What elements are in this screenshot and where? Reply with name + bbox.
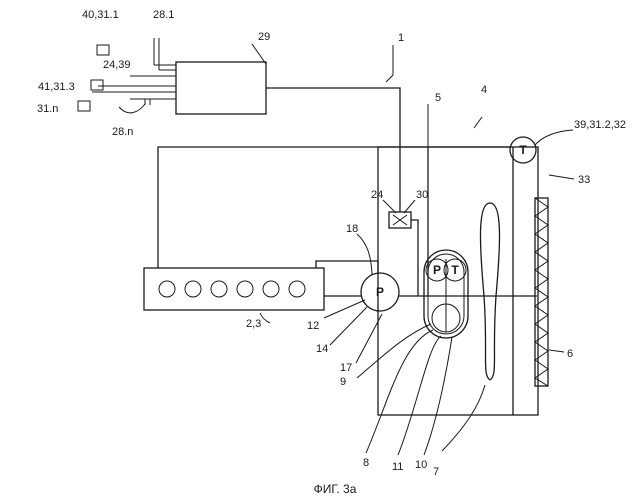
label-29: 29 (258, 31, 270, 43)
label-6: 6 (567, 348, 573, 360)
label-14: 14 (316, 343, 328, 355)
label-17: 17 (340, 362, 352, 374)
fan-blade (480, 203, 499, 380)
label-8: 8 (363, 457, 369, 469)
engine-cylinders (159, 281, 305, 297)
label-10: 10 (415, 459, 427, 471)
figure-caption: ФИГ. 3а (314, 482, 357, 496)
label-5: 5 (435, 92, 441, 104)
sensor-t-symbol: T (451, 263, 459, 277)
label-4: 4 (481, 84, 487, 96)
engine-block (144, 268, 324, 310)
label-1: 1 (398, 32, 404, 44)
label-33: 33 (578, 174, 590, 186)
sensor-box-40 (97, 45, 109, 55)
label-28-1: 28.1 (153, 9, 174, 21)
label-41-31-3: 41,31.3 (38, 81, 75, 93)
signal-lines (92, 38, 400, 212)
sensor-box-41 (91, 80, 103, 90)
label-40-31-1: 40,31.1 (82, 9, 119, 21)
label-30: 30 (416, 189, 428, 201)
label-11: 11 (392, 461, 403, 473)
sensor-p-symbol: P (433, 263, 441, 277)
label-24-39: 24,39 (103, 59, 131, 71)
label-9: 9 (340, 376, 346, 388)
label-39-31-2-32: 39,31.2,32 (574, 119, 626, 131)
label-12: 12 (307, 320, 319, 332)
label-18: 18 (346, 223, 358, 235)
temp-symbol: T (519, 143, 527, 157)
label-7: 7 (433, 466, 439, 478)
sensor-box-31n (78, 101, 90, 111)
label-31-n: 31.n (37, 103, 58, 115)
label-28-n: 28.n (112, 126, 133, 138)
radiator-fins (535, 198, 548, 386)
label-2-3: 2,3 (246, 318, 261, 330)
label-24: 24 (371, 189, 383, 201)
coolant-circuit (158, 147, 537, 296)
control-unit-29 (176, 62, 266, 114)
leader-lines (119, 44, 574, 455)
pump-symbol: P (376, 285, 384, 299)
